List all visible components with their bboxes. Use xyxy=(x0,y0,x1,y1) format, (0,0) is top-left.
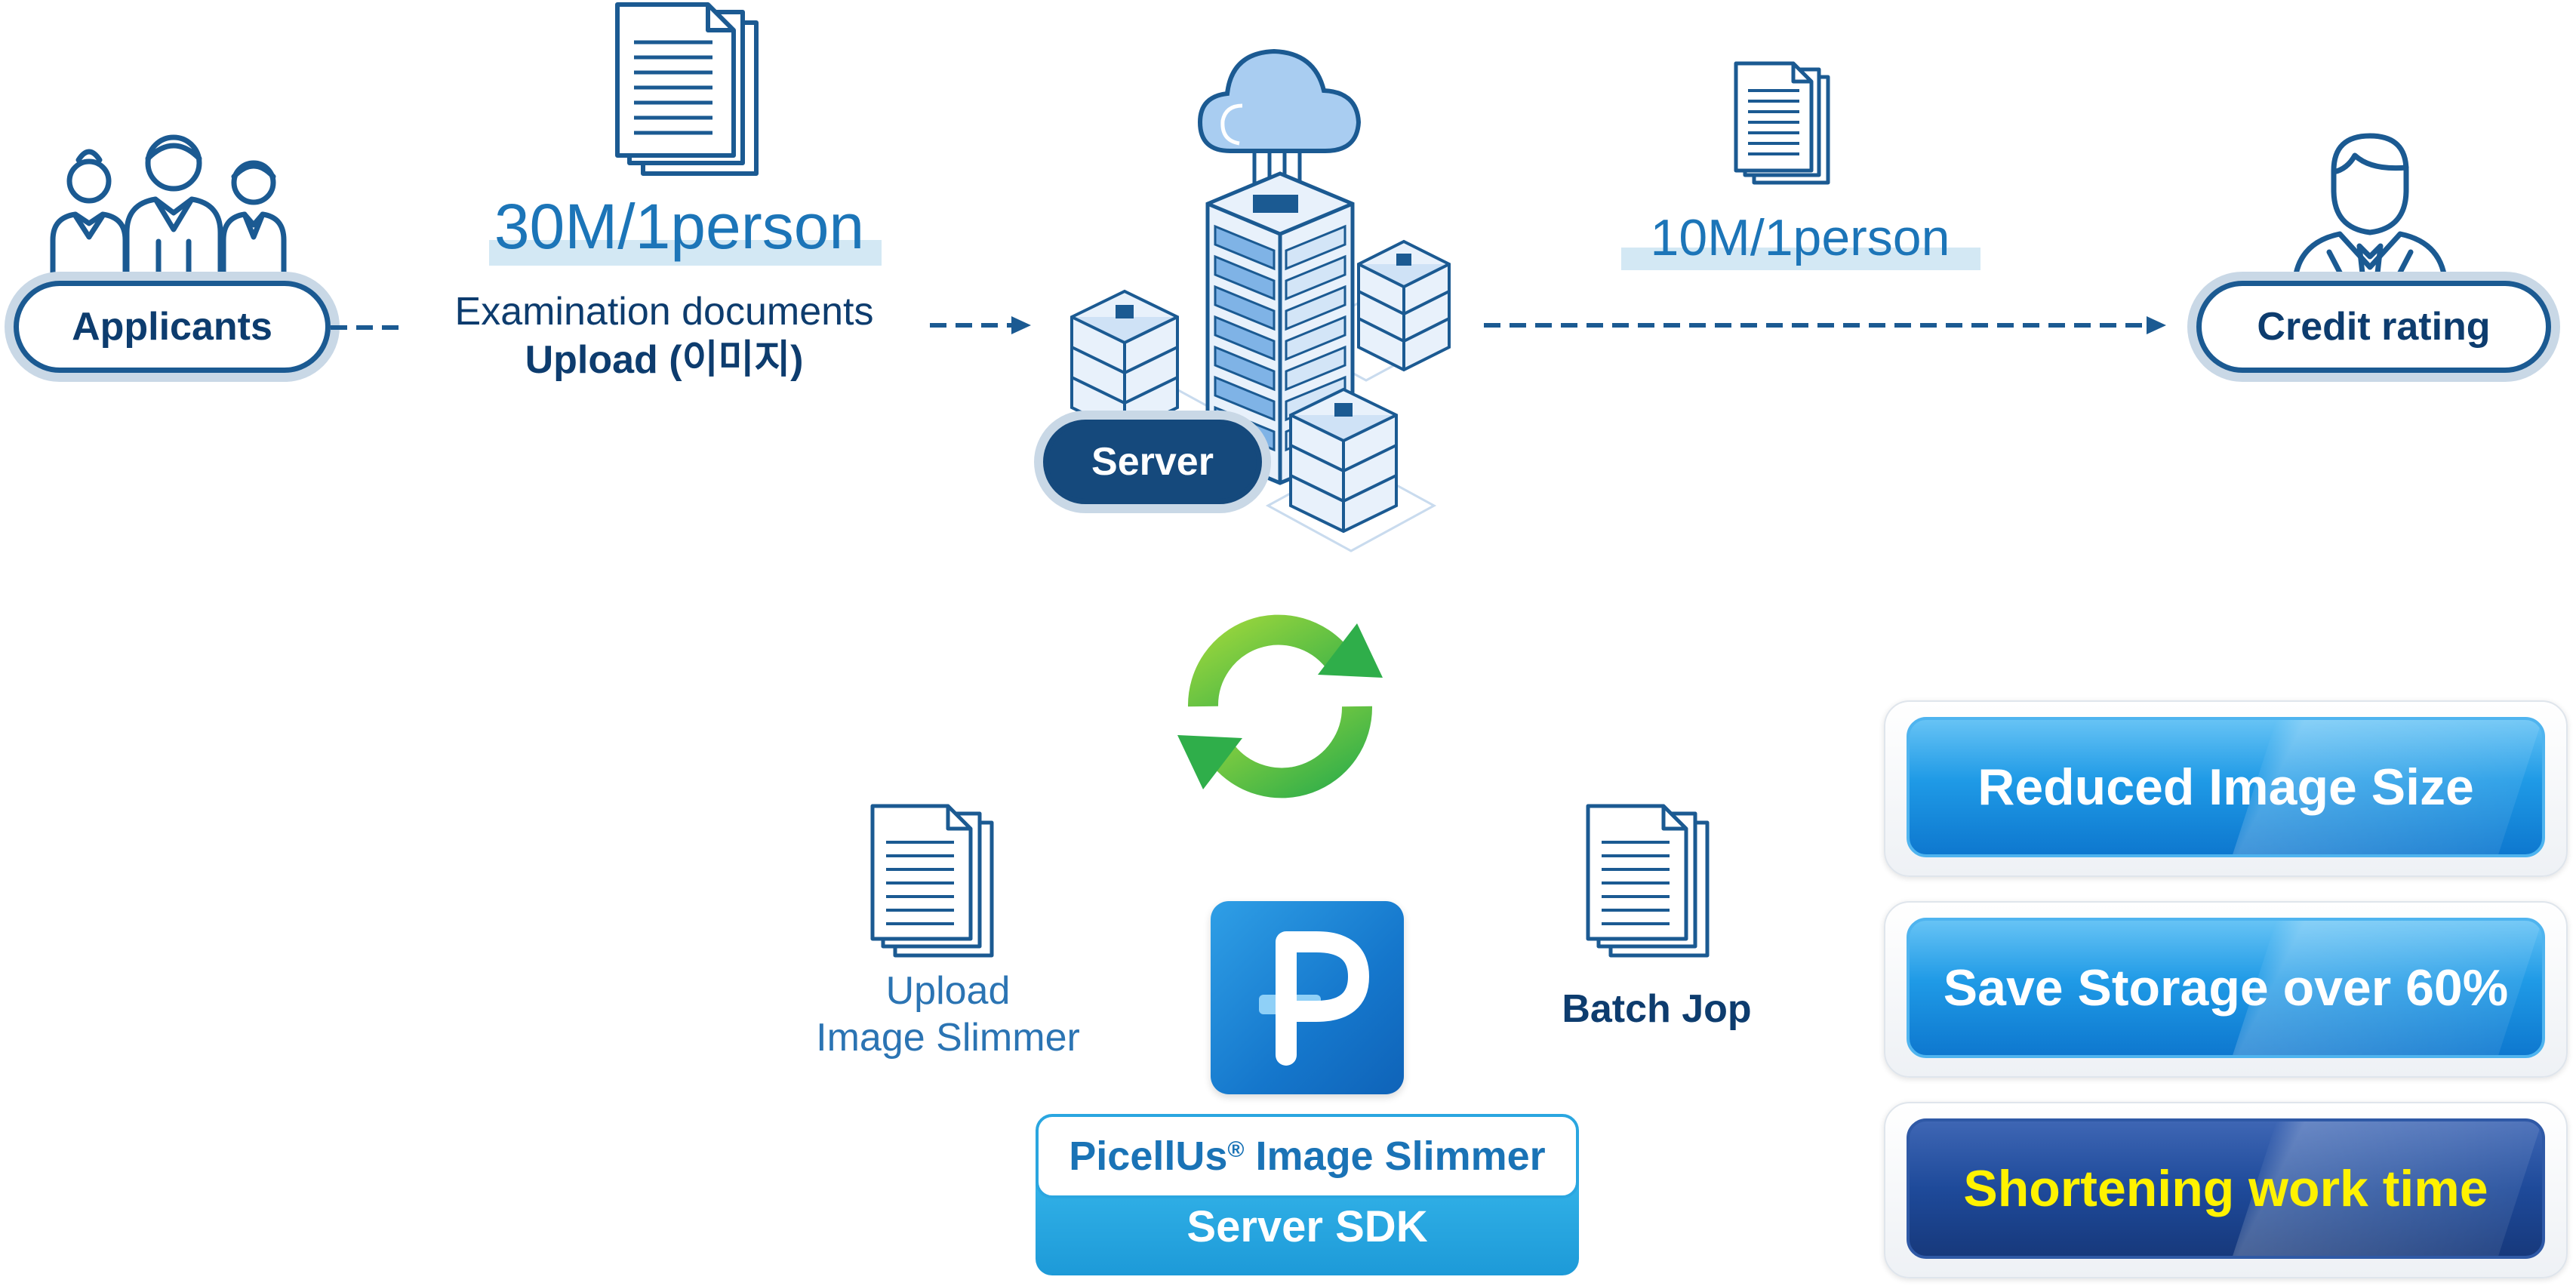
credit-officer-icon xyxy=(2291,133,2448,290)
benefit-label: Shortening work time xyxy=(1963,1160,2488,1217)
applicants-icon xyxy=(50,134,287,282)
output-size-highlight xyxy=(1621,248,1980,270)
upload-slimmer-document-icon xyxy=(870,804,994,958)
arrow-to-credit xyxy=(1484,316,2166,334)
upload-slimmer-line2: Image Slimmer xyxy=(816,1016,1080,1060)
benefit-label: Save Storage over 60% xyxy=(1943,959,2509,1017)
upload-slimmer-line1: Upload xyxy=(885,969,1011,1013)
sdk-product-suffix: Image Slimmer xyxy=(1244,1134,1546,1179)
picellus-logo-tile xyxy=(1211,901,1404,1094)
batch-job-document-icon xyxy=(1586,804,1710,958)
batch-job-label: Batch Jop xyxy=(1562,987,1752,1031)
output-size: 10M/1person xyxy=(1650,209,1950,266)
picellus-logo-icon xyxy=(1259,931,1369,1066)
refresh-cycle-icon xyxy=(1177,614,1383,798)
credit-rating-node: Credit rating xyxy=(2196,281,2551,373)
sdk-product-brand: PicellUs xyxy=(1069,1134,1228,1179)
benefit-shortening-work-time: Shortening work time xyxy=(1907,1118,2545,1259)
upload-label-line1: Examination documents xyxy=(454,290,874,334)
applicants-node: Applicants xyxy=(14,281,331,373)
arrow-to-server xyxy=(930,316,1031,334)
registered-mark: ® xyxy=(1227,1137,1245,1162)
connector-applicants xyxy=(331,325,405,330)
benefit-reduced-image-size: Reduced Image Size xyxy=(1907,717,2545,857)
upload-label-line2: Upload (이미지) xyxy=(525,338,804,382)
upload-document-icon xyxy=(615,2,759,176)
benefit-save-storage: Save Storage over 60% xyxy=(1907,918,2545,1058)
sdk-product-name: PicellUs® Image Slimmer xyxy=(1036,1114,1579,1198)
server-node: Server xyxy=(1043,420,1262,504)
server-illustration xyxy=(1069,48,1451,552)
upload-size: 30M/1person xyxy=(494,191,865,262)
output-document-icon xyxy=(1734,61,1830,185)
upload-size-highlight xyxy=(489,240,882,266)
benefit-label: Reduced Image Size xyxy=(1977,758,2474,816)
